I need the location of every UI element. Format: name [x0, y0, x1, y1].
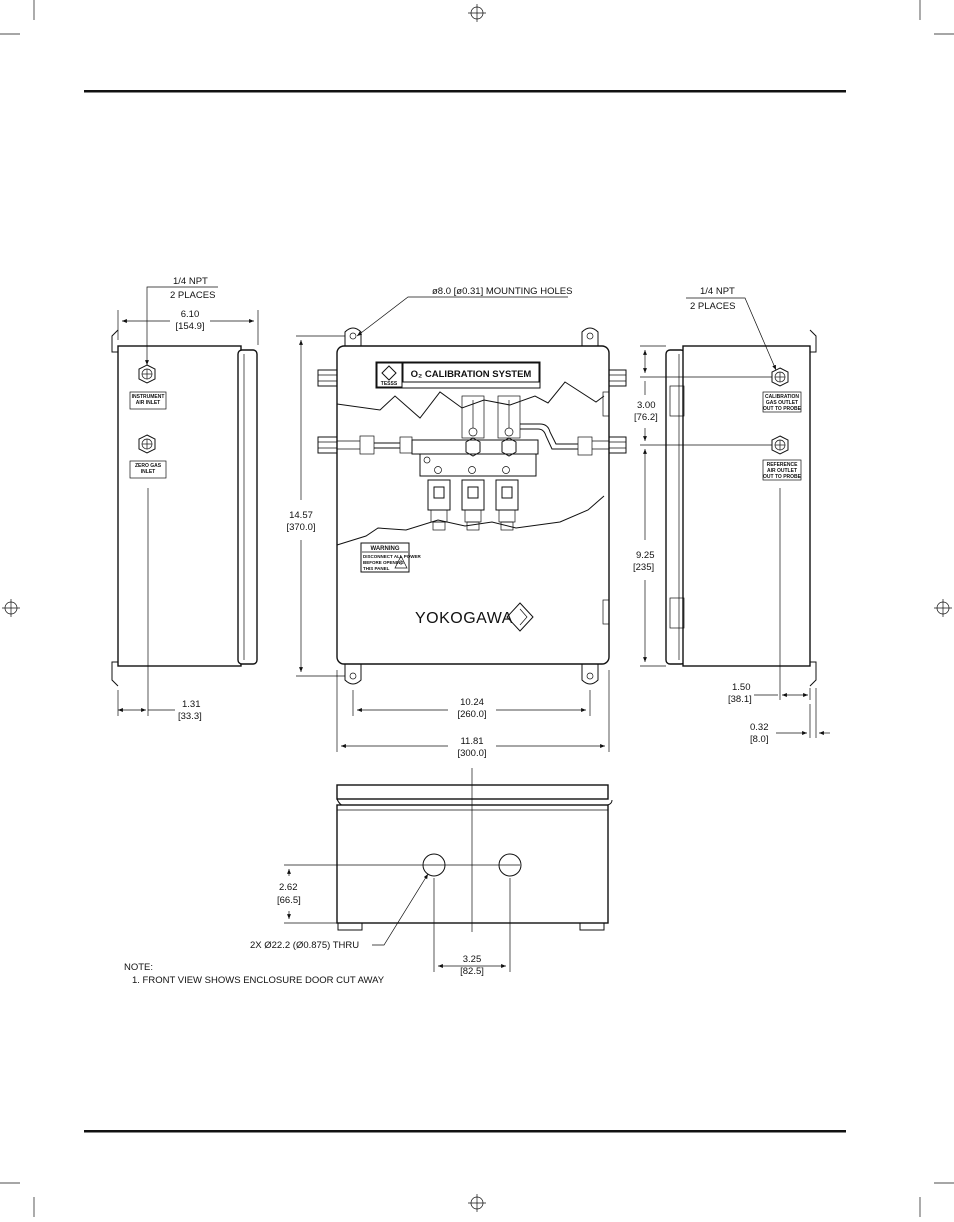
nameplate-small-text: TESSS [381, 381, 398, 387]
right-fitting-2-tag-2: AIR OUTLET [767, 468, 797, 474]
registration-target-left [2, 599, 20, 617]
registration-target-right [934, 599, 952, 617]
bottom-holes-label: 2X Ø22.2 (Ø0.875) THRU [250, 940, 359, 951]
right-fitting-2-tag-1: REFERENCE [767, 462, 799, 468]
right-npt-places: 2 PLACES [690, 301, 735, 312]
hole-spacing-in: 10.24 [460, 697, 484, 708]
left-fitting-2: ZERO GAS INLET [129, 434, 167, 479]
bottom-view: 2.62 [66.5] 2X Ø22.2 (Ø0.875) THRU 3.25 … [250, 768, 613, 977]
warning-line-2: BEFORE OPENING [363, 560, 404, 565]
brand-logo-mark [506, 602, 534, 632]
valve-1 [427, 479, 451, 531]
right-spacing-in: 9.25 [636, 550, 655, 561]
brand-logo-text: YOKOGAWA [415, 610, 513, 627]
left-width-in: 6.10 [181, 309, 200, 320]
warning-line-1: DISCONNECT ALL POWER [363, 554, 422, 559]
right-fitting-2-tag-3: OUT TO PROBE [763, 474, 802, 480]
right-fitting-1-tag-1: CALIBRATION [765, 394, 799, 400]
left-width-mm: [154.9] [175, 321, 204, 332]
right-fitting-1-tag-2: GAS OUTLET [766, 400, 798, 406]
right-flange-in: 0.32 [750, 722, 769, 733]
bottom-spacing-in: 3.25 [463, 954, 482, 965]
warning-label: WARNING DISCONNECT ALL POWER BEFORE OPEN… [360, 542, 422, 573]
right-flange-mm: [8.0] [750, 734, 769, 745]
left-fitting-1-tag-2: AIR INLET [136, 400, 160, 406]
bottom-height-in: 2.62 [279, 882, 298, 893]
notes-item-1: 1. FRONT VIEW SHOWS ENCLOSURE DOOR CUT A… [132, 975, 385, 986]
left-fitting-1-tag-1: INSTRUMENT [132, 394, 165, 400]
valve-2 [461, 479, 485, 531]
mounting-holes-label: ø8.0 [ø0.31] MOUNTING HOLES [432, 286, 572, 297]
right-fitting-2: REFERENCE AIR OUTLET OUT TO PROBE [762, 435, 802, 481]
header-rule [84, 90, 846, 93]
right-fitting-1-tag-3: OUT TO PROBE [763, 406, 802, 412]
bottom-spacing-mm: [82.5] [460, 966, 484, 977]
right-side-view: CALIBRATION GAS OUTLET OUT TO PROBE REFE… [633, 286, 830, 745]
left-offset-in: 1.31 [182, 699, 201, 710]
left-npt-label: 1/4 NPT [173, 276, 208, 287]
overall-width-in: 11.81 [460, 736, 483, 747]
registration-target-bottom [468, 1194, 486, 1212]
right-top-offset-mm: [76.2] [634, 412, 658, 423]
left-fitting-1: INSTRUMENT AIR INLET [129, 364, 167, 410]
hole-spacing-mm: [260.0] [457, 709, 486, 720]
warning-title: WARNING [371, 546, 400, 552]
front-view: TESSS O₂ CALIBRATION SYSTEM [286, 286, 627, 759]
left-side-view: INSTRUMENT AIR INLET ZERO GAS INLET 1/4 … [111, 276, 259, 722]
overall-width-mm: [300.0] [457, 748, 486, 759]
front-height-in: 14.57 [289, 510, 313, 521]
left-offset-mm: [33.3] [178, 711, 202, 722]
right-npt-label: 1/4 NPT [700, 286, 735, 297]
warning-line-3: THIS PANEL [363, 566, 390, 571]
left-fitting-2-tag-2: INLET [141, 469, 155, 475]
nameplate-title: O₂ CALIBRATION SYSTEM [411, 369, 532, 380]
right-depth-mm: [38.1] [728, 694, 752, 705]
registration-target-top [468, 4, 486, 22]
right-fitting-1: CALIBRATION GAS OUTLET OUT TO PROBE [762, 367, 802, 413]
footer-rule [84, 1130, 846, 1133]
valve-3 [495, 479, 519, 531]
notes-heading: NOTE: [124, 962, 153, 973]
bottom-height-mm: [66.5] [277, 895, 301, 906]
right-spacing-mm: [235] [633, 562, 654, 573]
front-height-mm: [370.0] [286, 522, 315, 533]
left-fitting-2-tag-1: ZERO GAS [135, 463, 162, 469]
left-npt-places: 2 PLACES [170, 290, 215, 301]
right-top-offset-in: 3.00 [637, 400, 656, 411]
right-depth-in: 1.50 [732, 682, 751, 693]
